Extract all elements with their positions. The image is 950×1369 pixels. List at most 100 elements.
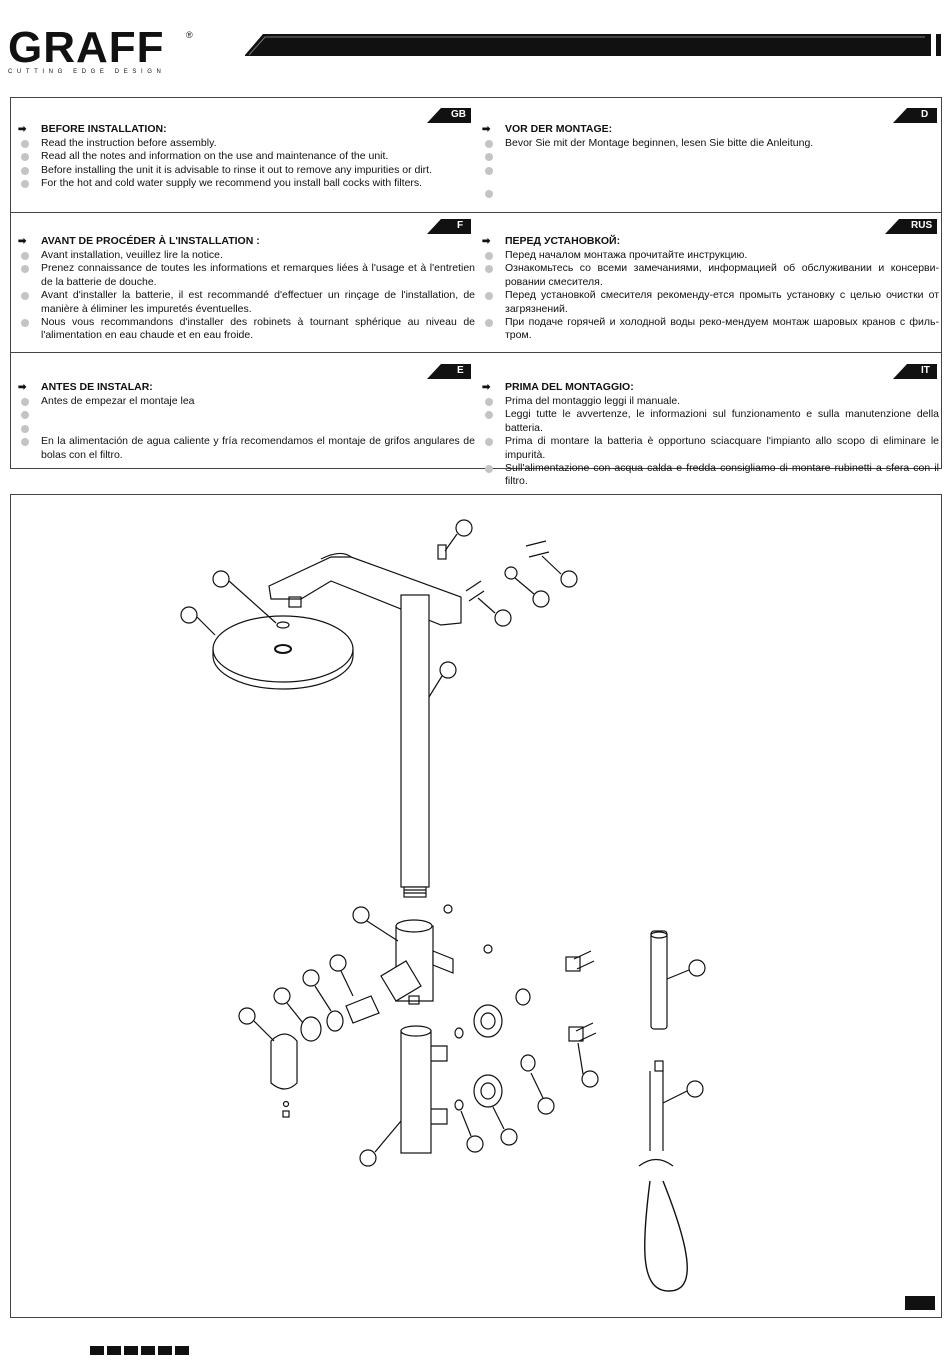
list-item: Avant installation, veuillez lire la not… <box>15 249 475 262</box>
exploded-diagram <box>10 494 942 1318</box>
shower-hose <box>638 1060 688 1292</box>
lang-tag-gb <box>427 108 471 123</box>
hand-shower <box>650 930 668 1030</box>
section-d: ➡VOR DER MONTAGE: Bevor Sie mit der Mont… <box>479 123 939 201</box>
list-item <box>15 422 475 435</box>
callout-markers <box>180 519 706 1167</box>
list-item: Before installing the unit it is advisab… <box>15 164 475 177</box>
list-item: Перед началом монтажа прочитайте инструк… <box>479 249 939 262</box>
list-item: Read all the notes and information on th… <box>15 150 475 163</box>
header-bar <box>245 34 931 56</box>
list-item: Avant d'installer la batterie, il est re… <box>15 289 475 316</box>
list-item: Перед установкой смесителя рекоменду-етс… <box>479 289 939 316</box>
section-e: ➡ANTES DE INSTALAR: Antes de empezar el … <box>15 381 475 462</box>
list-item <box>479 150 939 163</box>
list-item: For the hot and cold water supply we rec… <box>15 177 475 190</box>
arrow-right-icon: ➡ <box>18 124 27 135</box>
section-rus: ➡ПЕРЕД УСТАНОВКОЙ: Перед началом монтажа… <box>479 235 939 343</box>
bullet-dot-icon <box>21 438 29 447</box>
mixer-body <box>380 919 454 1005</box>
bullet-dot-icon <box>21 411 29 420</box>
list-item: Antes de empezar el montaje lea <box>15 395 475 408</box>
list-item: При подаче горячей и холодной воды реко-… <box>479 316 939 343</box>
lang-tag-e-label: E <box>457 365 464 376</box>
bullet-dot-icon <box>21 292 29 301</box>
lang-tag-rus <box>885 219 937 234</box>
lang-tag-f <box>427 219 471 234</box>
section-gb: ➡BEFORE INSTALLATION: Read the instructi… <box>15 123 475 191</box>
section-heading: ➡PRIMA DEL MONTAGGIO: <box>482 381 634 393</box>
bullet-dot-icon <box>21 319 29 328</box>
list-item: Read the instruction before assembly. <box>15 137 475 150</box>
lang-tag-f-label: F <box>457 220 464 231</box>
bullet-dot-icon <box>21 424 29 433</box>
list-item: En la alimentación de agua caliente y fr… <box>15 435 475 462</box>
list-item <box>479 164 939 177</box>
list-item: Ознакомьтесь со всеми замечаниями, инфор… <box>479 262 939 289</box>
cartridge-parts <box>300 904 493 1042</box>
registered-mark: ® <box>186 30 193 40</box>
parts-drawing <box>180 519 706 1292</box>
list-item: Prenez connaissance de toutes les inform… <box>15 262 475 289</box>
bullet-dot-icon <box>485 252 493 260</box>
lang-tag-it <box>893 364 937 379</box>
list-item: Sull'alimentazione con acqua calda e fre… <box>479 462 939 489</box>
section-heading: ➡ANTES DE INSTALAR: <box>18 381 153 393</box>
brand-logo: GRAFF ® CUTTING EDGE DESIGN <box>8 23 193 76</box>
list-item: Nous vous recommandons d'installer des r… <box>15 316 475 343</box>
bullet-dot-icon <box>21 398 29 406</box>
bullet-dot-icon <box>21 166 29 175</box>
bullet-dot-icon <box>485 265 493 274</box>
lang-tag-e <box>427 364 471 379</box>
bullet-dot-icon <box>485 465 493 474</box>
bullet-dot-icon <box>485 319 493 328</box>
page-number-badge <box>905 1296 935 1310</box>
bullet-dot-icon <box>485 438 493 447</box>
lever-handle <box>270 1033 298 1118</box>
bullet-dot-icon <box>485 411 493 420</box>
wall-flanges <box>454 950 597 1111</box>
lang-tag-rus-label: RUS <box>911 220 933 231</box>
bullet-dot-icon <box>21 180 29 189</box>
shower-arm <box>268 552 462 626</box>
footer-code-blocks <box>90 1346 189 1355</box>
arrow-right-icon: ➡ <box>18 382 27 393</box>
list-item: Prima del montaggio leggi il manuale. <box>479 395 939 408</box>
instructions-panel: GB ➡BEFORE INSTALLATION: Read the instru… <box>10 97 942 487</box>
bullet-dot-icon <box>21 252 29 260</box>
lower-body <box>400 1025 448 1154</box>
list-item: Prima di montare la batteria è opportuno… <box>479 435 939 462</box>
divider <box>11 212 941 213</box>
lang-tag-d <box>893 108 937 123</box>
section-f: ➡AVANT DE PROCÉDER À L'INSTALLATION : Av… <box>15 235 475 343</box>
bracket-fixings <box>437 540 550 602</box>
arrow-right-icon: ➡ <box>482 382 491 393</box>
bullet-dot-icon <box>21 153 29 162</box>
brand-tagline: CUTTING EDGE DESIGN <box>8 69 166 75</box>
bullet-dot-icon <box>21 140 29 148</box>
section-heading: ➡VOR DER MONTAGE: <box>482 123 613 135</box>
bullet-dot-icon <box>485 140 493 148</box>
brand-name: GRAFF <box>8 23 165 72</box>
lang-tag-it-label: IT <box>921 365 930 376</box>
section-heading: ➡ПЕРЕД УСТАНОВКОЙ: <box>482 235 621 247</box>
riser-pipe <box>400 594 430 898</box>
bullet-dot-icon <box>485 153 493 162</box>
divider <box>11 352 941 353</box>
shower-head <box>212 615 354 690</box>
list-item <box>479 177 939 187</box>
header-endcap <box>936 34 941 56</box>
list-item: Leggi tutte le avvertenze, le informazio… <box>479 408 939 435</box>
list-item <box>479 187 939 200</box>
section-heading: ➡AVANT DE PROCÉDER À L'INSTALLATION : <box>18 235 260 247</box>
arrow-right-icon: ➡ <box>482 124 491 135</box>
bullet-dot-icon <box>485 292 493 301</box>
list-item <box>15 408 475 421</box>
section-heading: ➡BEFORE INSTALLATION: <box>18 123 167 135</box>
bullet-dot-icon <box>485 398 493 406</box>
bullet-dot-icon <box>21 265 29 274</box>
lang-tag-gb-label: GB <box>451 109 466 120</box>
section-it: ➡PRIMA DEL MONTAGGIO: Prima del montaggi… <box>479 381 939 489</box>
bullet-dot-icon <box>485 166 493 175</box>
list-item: Bevor Sie mit der Montage beginnen, lese… <box>479 137 939 150</box>
